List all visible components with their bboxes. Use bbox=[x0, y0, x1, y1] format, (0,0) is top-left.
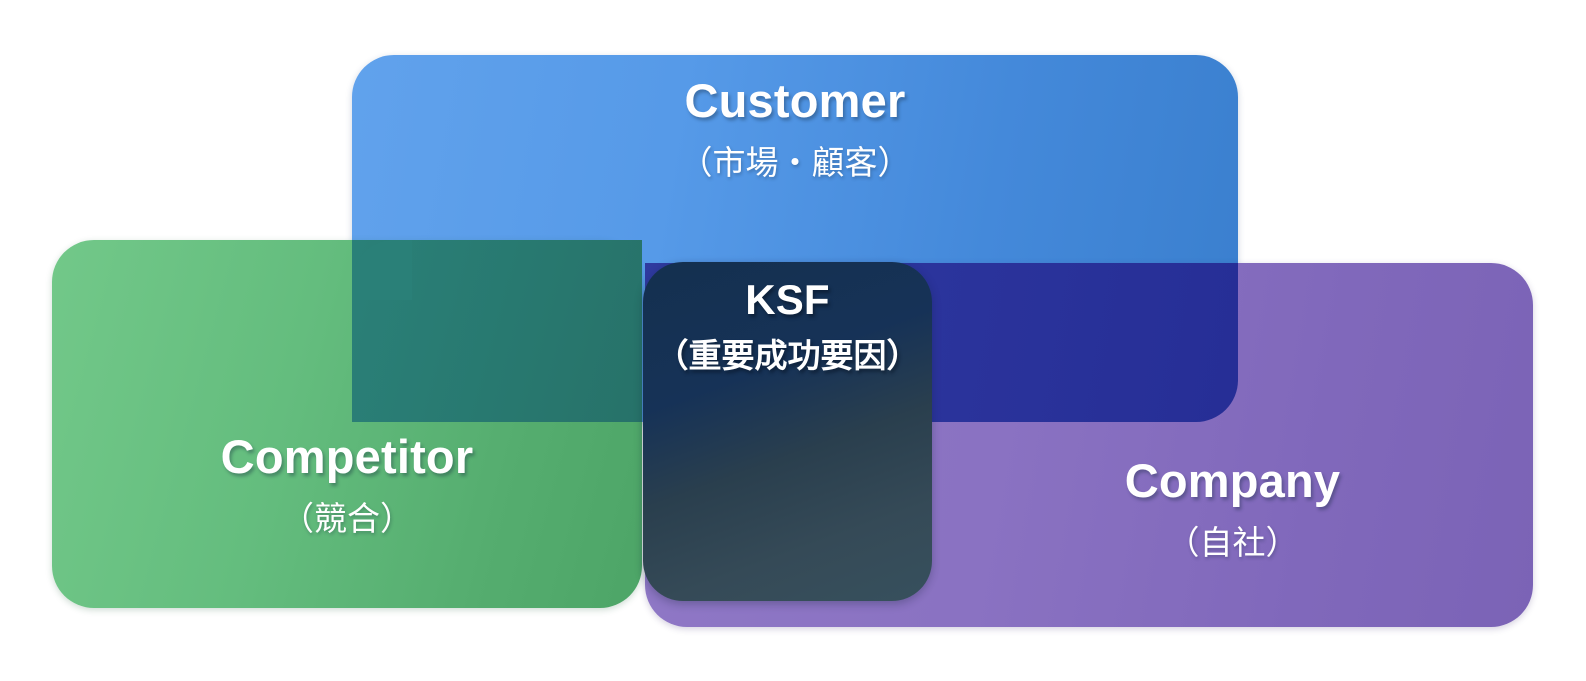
region-company-subtitle: （自社） bbox=[1166, 523, 1299, 563]
region-ksf-shape[interactable] bbox=[643, 262, 932, 601]
region-competitor-title: Competitor bbox=[220, 430, 474, 483]
label-ksf: KSF （重要成功要因） bbox=[643, 276, 932, 376]
region-customer-subtitle: （市場・顧客） bbox=[679, 143, 911, 183]
region-ksf-title: KSF bbox=[745, 276, 830, 323]
region-competitor-subtitle: （競合） bbox=[281, 499, 413, 539]
region-company-title: Company bbox=[1124, 454, 1341, 507]
label-competitor: Competitor （競合） bbox=[52, 432, 642, 539]
region-customer-title: Customer bbox=[684, 74, 906, 127]
label-company: Company （自社） bbox=[932, 456, 1533, 563]
region-ksf-subtitle: （重要成功要因） bbox=[655, 336, 920, 376]
label-customer: Customer （市場・顧客） bbox=[352, 76, 1238, 183]
